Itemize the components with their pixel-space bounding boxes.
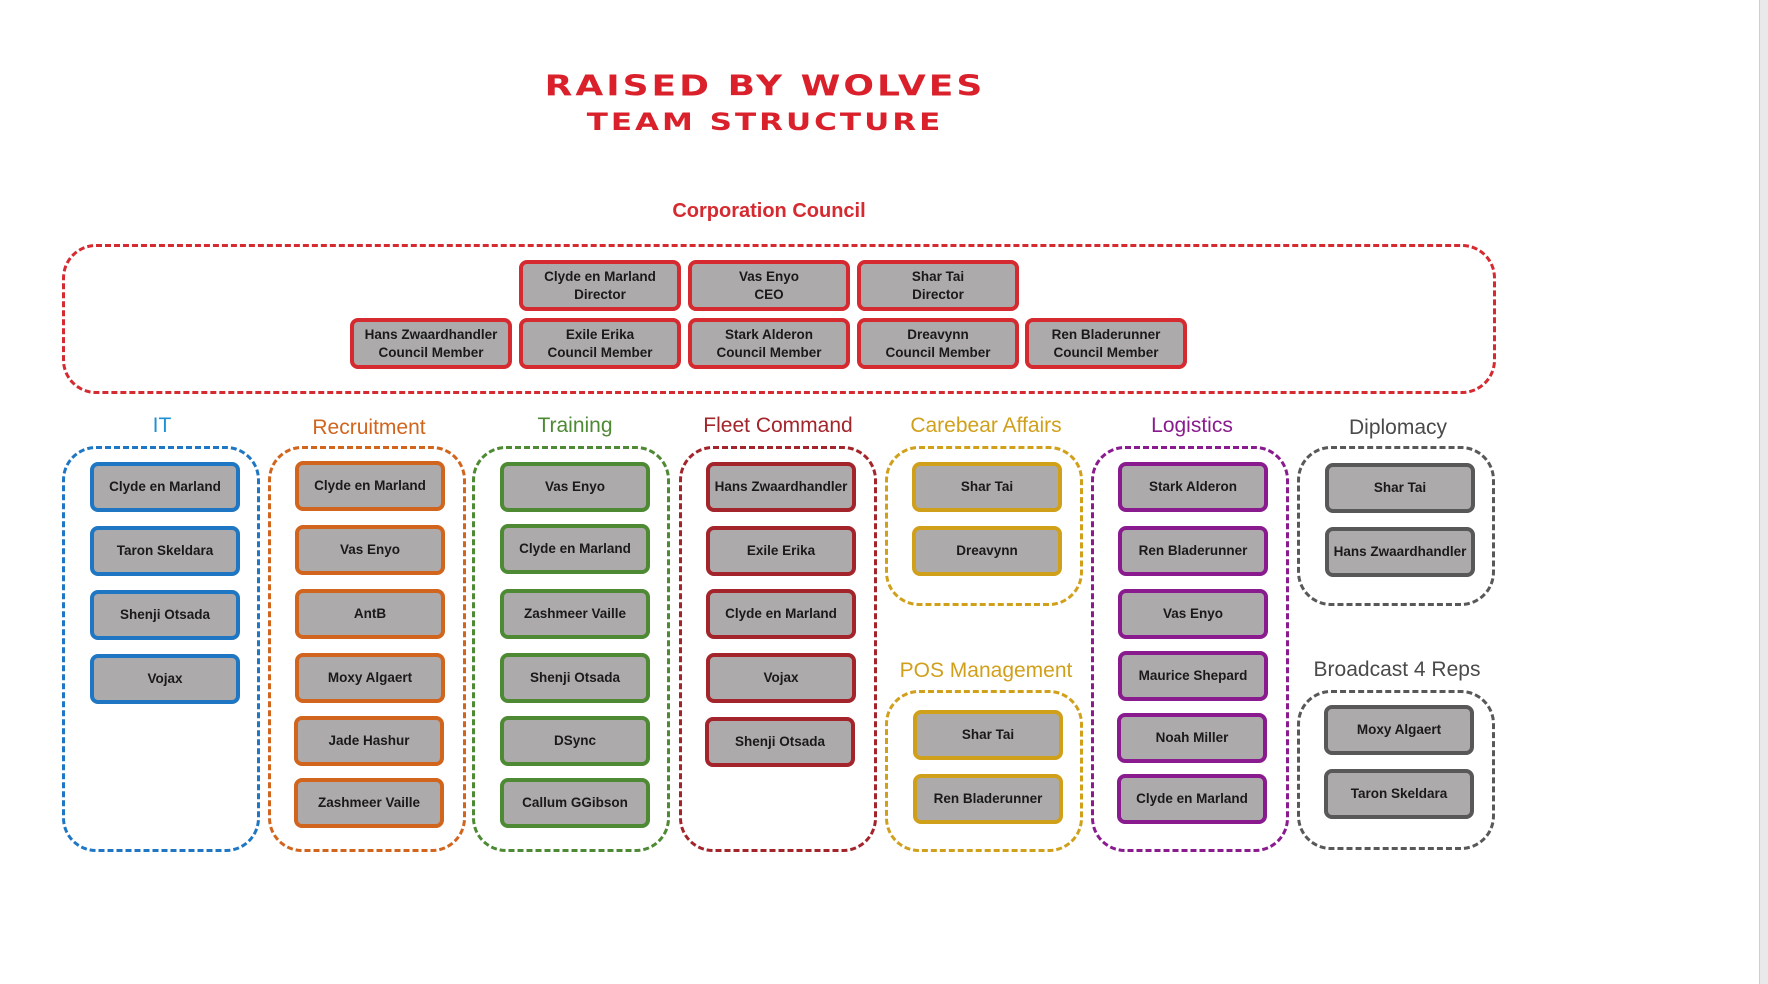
logistics-member-card[interactable]: Ren Bladerunner <box>1118 526 1268 576</box>
training-label: Training <box>537 414 613 437</box>
recruitment-label: Recruitment <box>312 416 426 439</box>
council-member-card[interactable]: Vas Enyo CEO <box>688 260 850 311</box>
pos-management-frame <box>885 690 1083 852</box>
logistics-member-card[interactable]: Vas Enyo <box>1118 589 1268 639</box>
diplomacy-label: Diplomacy <box>1348 416 1448 439</box>
it-label: IT <box>152 414 172 437</box>
member-name: Ren Bladerunner <box>1051 326 1161 342</box>
carebear-affairs-label: Carebear Affairs <box>910 414 1062 437</box>
council-member-card[interactable]: Exile Erika Council Member <box>519 318 681 369</box>
fleet-command-label: Fleet Command <box>703 414 853 437</box>
member-role: CEO <box>754 286 784 302</box>
diplomacy-frame <box>1297 446 1495 606</box>
it-member-card[interactable]: Shenji Otsada <box>90 590 240 640</box>
broadcast-4-reps-frame <box>1297 690 1495 850</box>
training-member-card[interactable]: Callum GGibson <box>500 778 650 828</box>
pos-member-card[interactable]: Shar Tai <box>913 710 1063 760</box>
council-frame <box>62 244 1496 394</box>
recruitment-member-card[interactable]: Moxy Algaert <box>295 653 445 703</box>
member-name: Vas Enyo <box>738 268 800 284</box>
training-frame <box>472 446 670 852</box>
council-member-card[interactable]: Clyde en Marland Director <box>519 260 681 311</box>
fleet-member-card[interactable]: Hans Zwaardhandler <box>706 462 856 512</box>
member-role: Council Member <box>1053 344 1159 360</box>
recruitment-member-card[interactable]: AntB <box>295 589 445 639</box>
logistics-member-card[interactable]: Stark Alderon <box>1118 462 1268 512</box>
it-frame <box>62 446 260 852</box>
member-name: Clyde en Marland <box>544 268 656 284</box>
fleet-member-card[interactable]: Exile Erika <box>706 526 856 576</box>
council-member-card[interactable]: Stark Alderon Council Member <box>688 318 850 369</box>
it-member-card[interactable]: Vojax <box>90 654 240 704</box>
carebear-member-card[interactable]: Dreavynn <box>912 526 1062 576</box>
council-member-card[interactable]: Shar Tai Director <box>857 260 1019 311</box>
chart-title: Raised By Wolves <box>544 70 986 103</box>
council-member-card[interactable]: Ren Bladerunner Council Member <box>1025 318 1187 369</box>
member-name: Shar Tai <box>911 268 965 284</box>
broadcast-member-card[interactable]: Moxy Algaert <box>1324 705 1474 755</box>
member-name: Dreavynn <box>907 326 969 342</box>
window-edge <box>1759 0 1768 984</box>
training-member-card[interactable]: DSync <box>500 716 650 766</box>
fleet-member-card[interactable]: Clyde en Marland <box>706 589 856 639</box>
recruitment-member-card[interactable]: Vas Enyo <box>295 525 445 575</box>
training-member-card[interactable]: Shenji Otsada <box>500 653 650 703</box>
broadcast-4-reps-label: Broadcast 4 Reps <box>1313 658 1481 681</box>
member-role: Council Member <box>547 344 653 360</box>
fleet-member-card[interactable]: Vojax <box>706 653 856 703</box>
fleet-member-card[interactable]: Shenji Otsada <box>705 717 855 767</box>
carebear-affairs-frame <box>885 446 1083 606</box>
member-name: Stark Alderon <box>724 326 814 342</box>
broadcast-member-card[interactable]: Taron Skeldara <box>1324 769 1474 819</box>
pos-management-label: POS Management <box>899 659 1073 682</box>
it-member-card[interactable]: Taron Skeldara <box>90 526 240 576</box>
recruitment-frame <box>268 446 466 852</box>
member-role: Council Member <box>716 344 822 360</box>
it-member-card[interactable]: Clyde en Marland <box>90 462 240 512</box>
member-name: Exile Erika <box>565 326 635 342</box>
training-member-card[interactable]: Vas Enyo <box>500 462 650 512</box>
carebear-member-card[interactable]: Shar Tai <box>912 462 1062 512</box>
fleet-command-frame <box>679 446 877 852</box>
logistics-label: Logistics <box>1151 414 1233 437</box>
pos-member-card[interactable]: Ren Bladerunner <box>913 774 1063 824</box>
logistics-member-card[interactable]: Noah Miller <box>1117 713 1267 763</box>
member-role: Director <box>574 286 626 302</box>
council-member-card[interactable]: Hans Zwaardhandler Council Member <box>350 318 512 369</box>
council-label: Corporation Council <box>672 200 866 222</box>
training-member-card[interactable]: Zashmeer Vaille <box>500 589 650 639</box>
member-role: Council Member <box>378 344 484 360</box>
diplomacy-member-card[interactable]: Hans Zwaardhandler <box>1325 527 1475 577</box>
training-member-card[interactable]: Clyde en Marland <box>500 524 650 574</box>
member-name: Hans Zwaardhandler <box>364 326 498 342</box>
chart-subtitle: Team Structure <box>586 107 944 137</box>
member-role: Director <box>912 286 964 302</box>
council-member-card[interactable]: Dreavynn Council Member <box>857 318 1019 369</box>
logistics-member-card[interactable]: Maurice Shepard <box>1118 651 1268 701</box>
member-role: Council Member <box>885 344 991 360</box>
logistics-frame <box>1091 446 1289 852</box>
recruitment-member-card[interactable]: Zashmeer Vaille <box>294 778 444 828</box>
recruitment-member-card[interactable]: Jade Hashur <box>294 716 444 766</box>
logistics-member-card[interactable]: Clyde en Marland <box>1117 774 1267 824</box>
recruitment-member-card[interactable]: Clyde en Marland <box>295 461 445 511</box>
diplomacy-member-card[interactable]: Shar Tai <box>1325 463 1475 513</box>
